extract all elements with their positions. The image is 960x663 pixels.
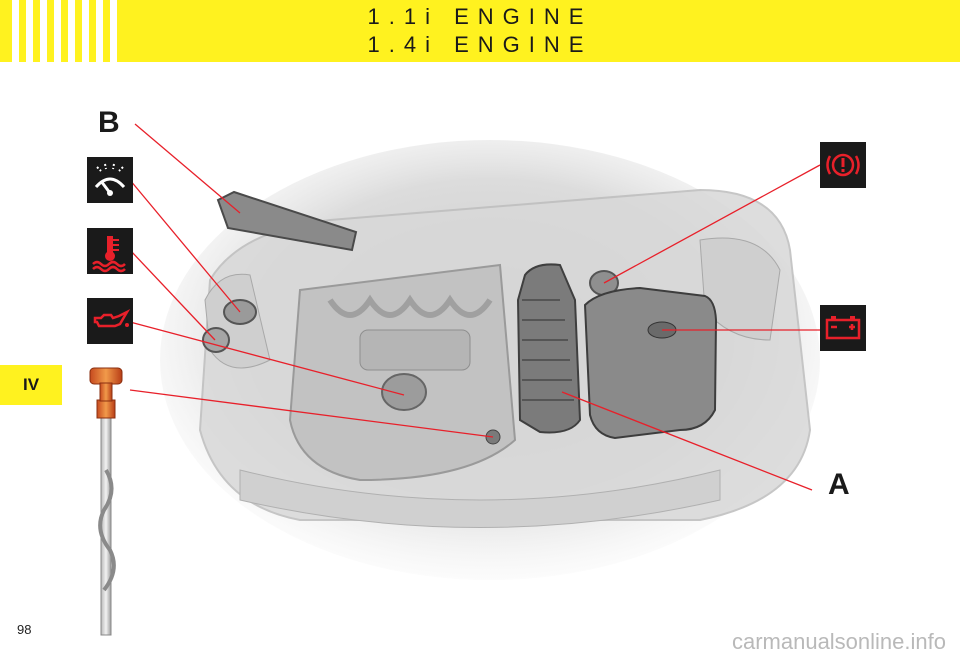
leader-line-oil [129, 321, 405, 396]
dipstick-shaft [100, 414, 112, 636]
leader-line-a [561, 391, 813, 491]
leader-line-dipstick [129, 389, 494, 438]
dipstick-collar [96, 399, 116, 419]
chapter-tab-label: IV [22, 375, 40, 394]
strut-tower-right [699, 237, 781, 341]
header-stripe [40, 0, 47, 62]
leader-lines [129, 123, 822, 491]
air-filter-ribs [522, 299, 574, 401]
screenwash-icon [87, 157, 133, 203]
header-stripe [68, 0, 75, 62]
intake-pipes [327, 294, 493, 318]
leader-line-brake [603, 164, 821, 284]
page-number: 98 [17, 622, 32, 637]
leader-line-coolant [129, 249, 216, 341]
header-stripe [26, 0, 33, 62]
callout-b: B [98, 106, 120, 139]
page-title-line2: 1.4i ENGINE [367, 32, 593, 57]
dipstick-twist [98, 468, 116, 592]
chapter-tab: IV [0, 365, 62, 405]
header-stripe [96, 0, 103, 62]
dipstick-cap [89, 367, 123, 385]
watermark-text: carmanualsonline.info [731, 629, 946, 654]
battery-icon [820, 305, 866, 351]
oil-filler-cap [381, 373, 427, 411]
battery-box [583, 286, 718, 440]
air-filter-housing [516, 263, 582, 434]
engine-cover-detail [359, 329, 471, 371]
dipstick-stem [99, 382, 113, 402]
leader-line-b [134, 123, 241, 214]
leader-line-screenwash [129, 179, 241, 313]
page-title-line1: 1.1i ENGINE [367, 4, 593, 29]
header-stripe [54, 0, 61, 62]
header-stripe [82, 0, 89, 62]
front-crossmember [239, 469, 721, 528]
oil-can-icon [87, 298, 133, 344]
header-stripe [12, 0, 19, 62]
brake-warning-icon [820, 142, 866, 188]
header-band: 1.1i ENGINE 1.4i ENGINE [0, 0, 960, 62]
scuttle-panel-b [216, 190, 358, 252]
callout-a: A [828, 468, 850, 501]
coolant-temperature-icon [87, 228, 133, 274]
header-stripe [110, 0, 117, 62]
engine-block [288, 263, 517, 482]
